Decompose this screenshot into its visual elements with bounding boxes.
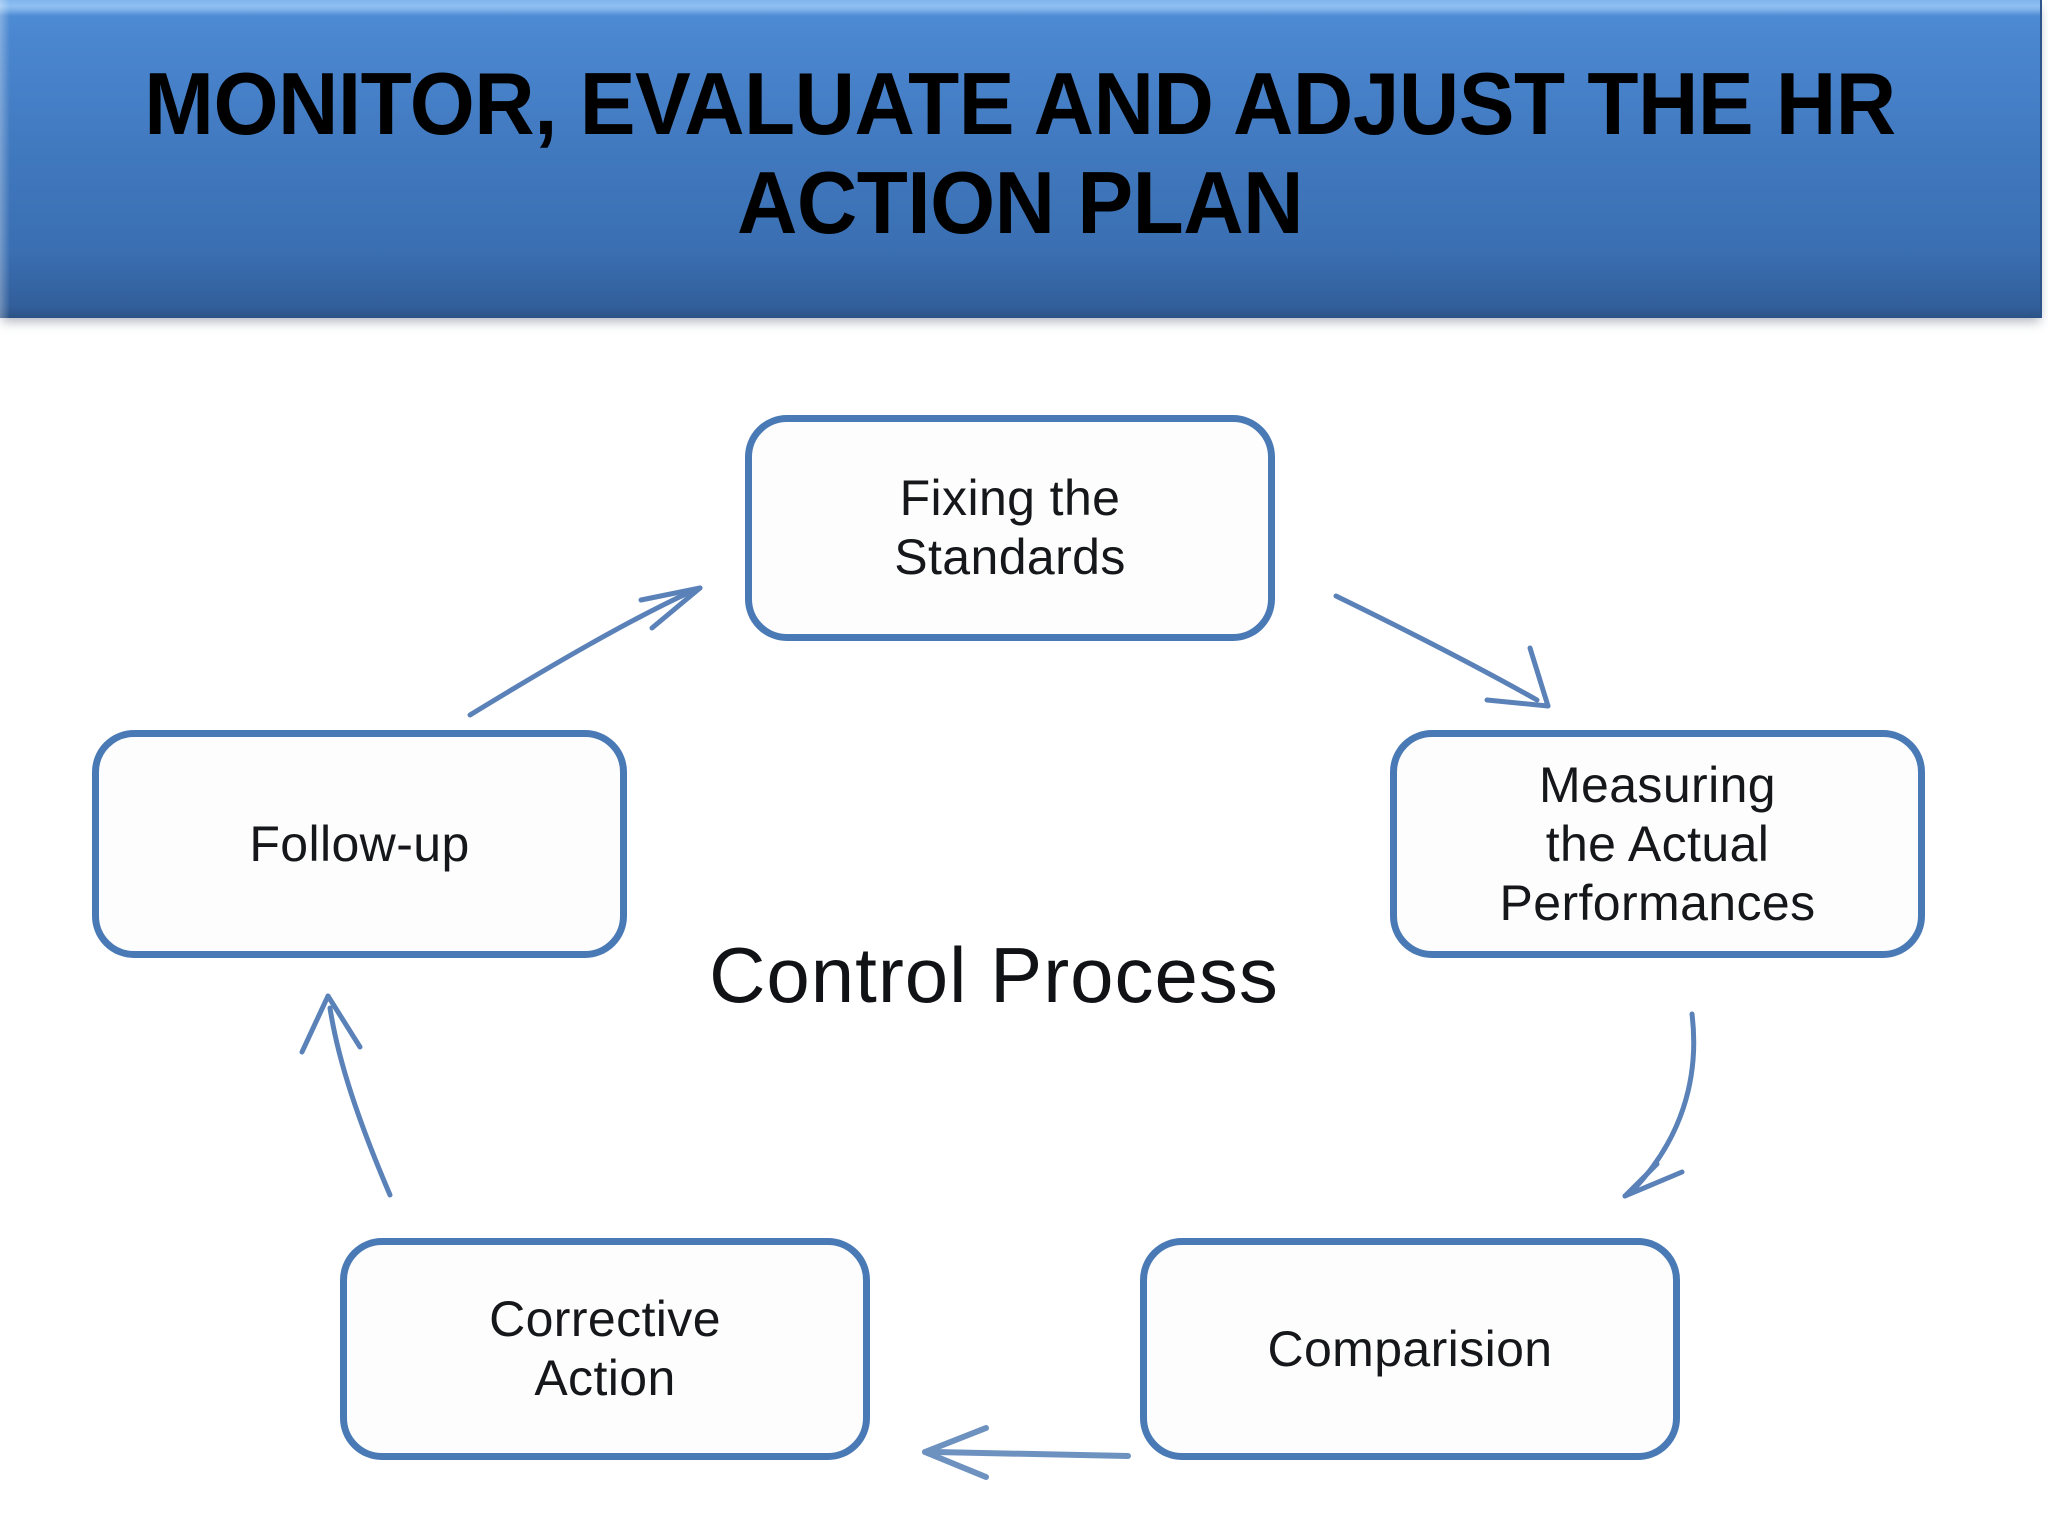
- node-corrective-action[interactable]: Corrective Action: [340, 1238, 870, 1460]
- node-label: Fixing the Standards: [894, 470, 1126, 585]
- arrow-measuring-to-comparision: [1622, 1011, 1697, 1199]
- arrow-corrective-to-followup: [299, 993, 393, 1198]
- arrow-fixing-to-measuring: [1333, 593, 1551, 709]
- node-fixing-the-standards[interactable]: Fixing the Standards: [745, 415, 1275, 641]
- node-label: Measuring the Actual Performances: [1499, 756, 1816, 931]
- node-label: Corrective Action: [489, 1291, 721, 1406]
- node-measuring-the-actual-performances[interactable]: Measuring the Actual Performances: [1390, 730, 1925, 958]
- node-follow-up[interactable]: Follow-up: [92, 730, 627, 958]
- center-caption: Control Process: [709, 931, 1279, 1019]
- node-comparision[interactable]: Comparision: [1140, 1238, 1680, 1460]
- title-banner: MONITOR, EVALUATE AND ADJUST THE HR ACTI…: [0, 0, 2042, 318]
- node-label: Follow-up: [249, 815, 470, 872]
- node-label: Comparision: [1267, 1320, 1553, 1377]
- slide-title: MONITOR, EVALUATE AND ADJUST THE HR ACTI…: [144, 54, 1896, 252]
- arrow-comparision-to-corrective: [922, 1425, 1131, 1480]
- arrow-followup-to-fixing: [467, 585, 703, 718]
